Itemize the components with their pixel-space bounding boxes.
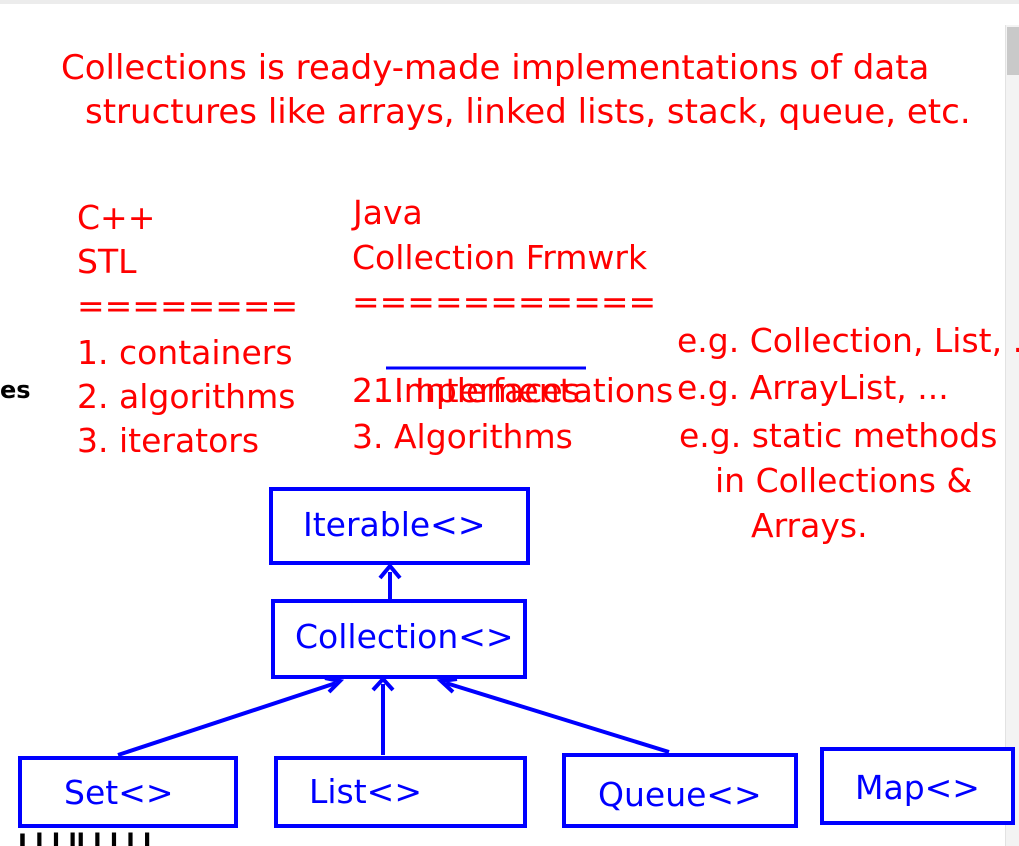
map-box: Map<>	[820, 747, 1015, 825]
collection-label: Collection<>	[295, 617, 514, 656]
arrow-set-to-collection	[117, 681, 337, 757]
iterable-label: Iterable<>	[303, 505, 486, 544]
set-label: Set<>	[64, 773, 174, 812]
example-algorithms-line-1: e.g. static methods	[679, 416, 998, 455]
vertical-scrollbar[interactable]	[1005, 25, 1019, 846]
collection-framework-title: Collection Frmwrk	[352, 238, 648, 277]
top-border	[0, 0, 1019, 4]
map-label: Map<>	[855, 768, 980, 807]
intro-line-1: Collections is ready-made implementation…	[61, 48, 930, 88]
example-implementations: e.g. ArrayList, ...	[677, 368, 949, 407]
example-interfaces: e.g. Collection, List, ..	[677, 321, 1019, 360]
intro-line-2: structures like arrays, linked lists, st…	[85, 92, 971, 132]
list-box: List<>	[274, 756, 527, 828]
cpp-item-algorithms: 2. algorithms	[77, 377, 296, 416]
arrow-head-queue	[436, 677, 458, 694]
java-item-interfaces: 1. Interfaces	[352, 325, 580, 413]
example-algorithms-line-2: in Collections &	[715, 461, 973, 500]
list-label: List<>	[309, 772, 422, 811]
scrollbar-thumb[interactable]	[1007, 27, 1019, 75]
java-title: Java	[353, 193, 423, 232]
cpp-item-iterators: 3. iterators	[77, 421, 260, 460]
stl-title: STL	[77, 242, 137, 281]
iterable-box: Iterable<>	[269, 487, 530, 565]
arrow-head-list	[371, 676, 395, 692]
java-rule: ===========	[352, 282, 657, 321]
java-item-implementations: 2. Implementations	[352, 371, 674, 410]
example-algorithms-line-3: Arrays.	[751, 506, 868, 545]
java-item-1-number: 1.	[372, 371, 415, 410]
set-box: Set<>	[18, 756, 238, 828]
cpp-title: C++	[77, 198, 156, 237]
collection-box: Collection<>	[271, 599, 527, 679]
arrow-head-iterable	[378, 562, 402, 580]
queue-label: Queue<>	[598, 775, 762, 814]
bottom-cut-text: I l l ll l l l l	[18, 829, 152, 846]
cpp-rule: ========	[77, 286, 299, 325]
interfaces-link[interactable]: Interfaces	[414, 371, 580, 410]
java-item-algorithms: 3. Algorithms	[352, 417, 573, 456]
cpp-item-containers: 1. containers	[77, 333, 293, 372]
arrow-queue-to-collection	[445, 681, 670, 754]
queue-box: Queue<>	[562, 753, 798, 828]
left-cut-text: es	[0, 376, 31, 404]
arrow-head-set	[324, 676, 345, 694]
